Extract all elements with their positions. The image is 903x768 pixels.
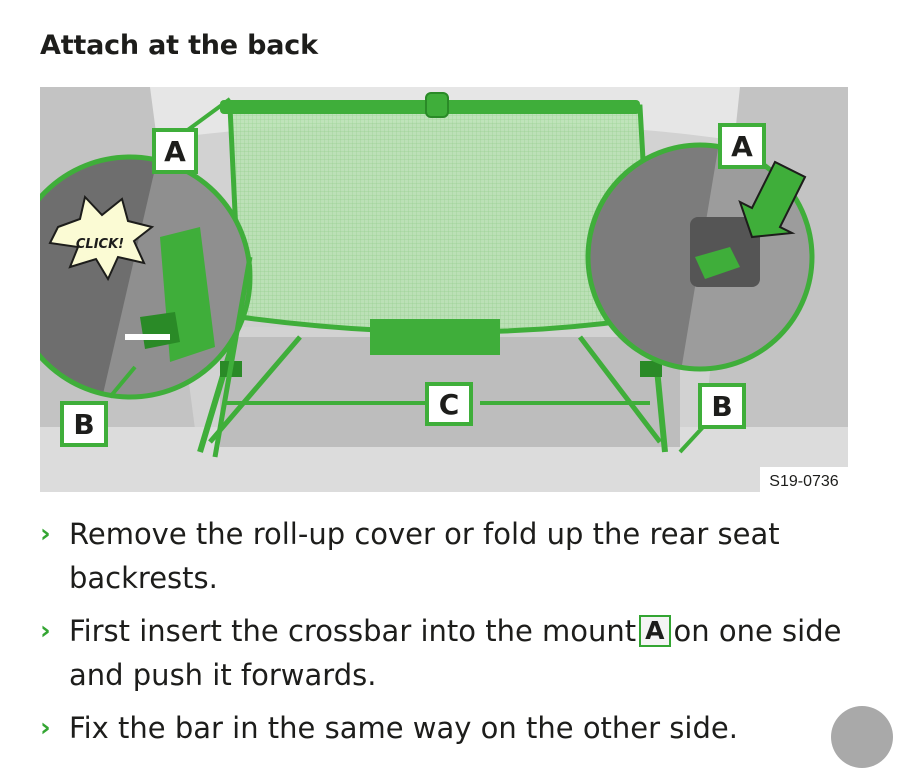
step-item: › First insert the crossbar into the mou… [40, 609, 860, 697]
click-burst: CLICK! [48, 194, 155, 282]
step-text: First insert the crossbar into the mount [69, 614, 637, 648]
chevron-right-icon: › [40, 519, 51, 549]
step-text: Fix the bar in the same way on the other… [69, 711, 738, 745]
scroll-nav-button[interactable] [831, 706, 893, 768]
label-b-right: B [698, 383, 746, 429]
label-a-right: A [718, 123, 766, 169]
instruction-illustration: CLICK! A A B B C [40, 87, 848, 492]
step-item: › Fix the bar in the same way on the oth… [40, 706, 860, 750]
right-detail-callout [585, 142, 815, 372]
label-a-right-text: A [731, 130, 753, 163]
inline-label-a: A [639, 615, 671, 647]
label-c: C [425, 382, 473, 426]
chevron-right-icon: › [40, 713, 51, 743]
instruction-steps: › Remove the roll-up cover or fold up th… [40, 512, 860, 759]
label-a-left-text: A [164, 135, 186, 168]
label-c-text: C [439, 388, 460, 421]
label-b-left-text: B [73, 408, 94, 441]
section-heading: Attach at the back [40, 30, 318, 61]
cropped-text-fragment [240, 0, 266, 4]
step-item: › Remove the roll-up cover or fold up th… [40, 512, 860, 600]
label-b-right-text: B [711, 390, 732, 423]
step-text-cont: on one side and push it forwards. [69, 614, 842, 692]
label-a-left: A [152, 128, 198, 174]
left-detail-callout: CLICK! [40, 154, 253, 458]
step-text: Remove the roll-up cover or fold up the … [69, 517, 780, 595]
green-arrow-icon [738, 160, 807, 239]
figure-code: S19-0736 [769, 473, 838, 490]
luggage-net [197, 92, 668, 453]
label-b-left: B [60, 401, 108, 447]
click-text: CLICK! [76, 237, 124, 252]
chevron-right-icon: › [40, 616, 51, 646]
